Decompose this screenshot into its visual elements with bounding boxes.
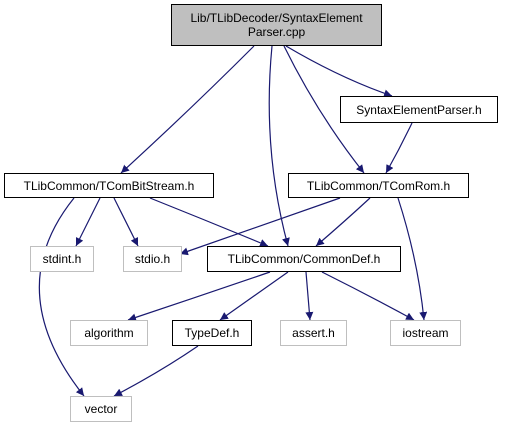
edge-commondef-h-to-assert-h [305, 271, 314, 321]
edge-typedef-h-to-vector [113, 345, 199, 397]
node-tcom-bitstream-h[interactable]: TLibCommon/TComBitStream.h [4, 173, 214, 198]
node-common-def-h[interactable]: TLibCommon/CommonDef.h [207, 246, 401, 272]
node-stdio-h: stdio.h [123, 246, 182, 272]
edge-bitstream-h-to-stdint-h [75, 197, 101, 247]
edge-syntax-parser-h-to-rom-h [385, 122, 413, 174]
node-syntax-element-parser-cpp: Lib/TLibDecoder/SyntaxElement Parser.cpp [171, 4, 382, 46]
node-algorithm: algorithm [70, 320, 148, 346]
edge-root-to-bitstream-h [120, 45, 255, 174]
node-stdint-h: stdint.h [30, 246, 94, 272]
edge-bitstream-h-to-stdio-h [113, 197, 139, 247]
edge-root-to-rom-h [283, 45, 365, 174]
node-assert-h: assert.h [280, 320, 347, 346]
edge-bitstream-h-to-vector [38, 197, 85, 397]
node-tcom-rom-h[interactable]: TLibCommon/TComRom.h [288, 173, 469, 198]
node-typedef-h[interactable]: TypeDef.h [172, 320, 252, 346]
edge-rom-h-to-iostream [397, 197, 428, 321]
edge-commondef-h-to-iostream [321, 271, 415, 321]
node-vector: vector [70, 396, 132, 422]
edge-rom-h-to-commondef-h [315, 197, 371, 247]
edge-bitstream-h-to-commondef-h [149, 197, 269, 247]
node-iostream: iostream [390, 320, 461, 346]
edge-rom-h-to-stdio-h [179, 197, 341, 256]
edge-root-to-syntax-parser-h [285, 45, 393, 98]
edge-root-to-commondef-h [268, 45, 290, 247]
node-syntax-element-parser-h[interactable]: SyntaxElementParser.h [340, 96, 498, 123]
edge-commondef-h-to-algorithm [127, 271, 271, 322]
edge-commondef-h-to-typedef-h [219, 271, 289, 321]
